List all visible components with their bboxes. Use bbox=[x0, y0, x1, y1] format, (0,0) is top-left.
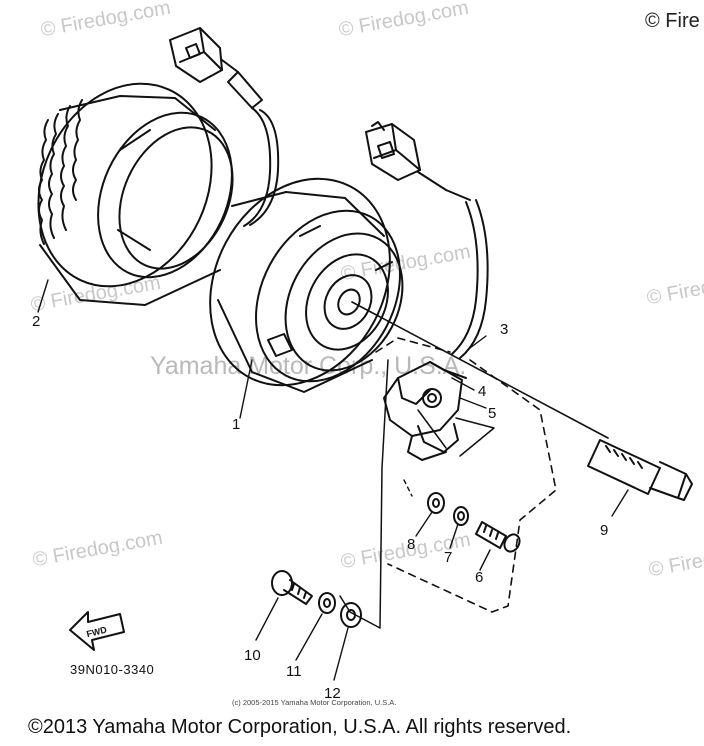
callout-5: 5 bbox=[488, 405, 497, 422]
callout-4: 4 bbox=[478, 383, 487, 400]
watermark-center: Yamaha Motor Corp., U.S.A. bbox=[150, 352, 467, 380]
callout-9: 9 bbox=[600, 522, 609, 539]
callout-11: 11 bbox=[286, 663, 302, 680]
bolt-part-10 bbox=[271, 570, 313, 605]
callout-3: 3 bbox=[500, 321, 509, 338]
footer-copyright: ©2013 Yamaha Motor Corporation, U.S.A. A… bbox=[28, 716, 572, 738]
screw-part-6 bbox=[475, 521, 521, 553]
washer-part-7 bbox=[453, 506, 469, 526]
callout-1: 1 bbox=[232, 416, 241, 433]
stator-ring bbox=[37, 27, 280, 306]
washer-part-11 bbox=[318, 592, 336, 614]
callout-7: 7 bbox=[444, 549, 453, 566]
callout-12: 12 bbox=[324, 685, 341, 702]
washer-part-12 bbox=[340, 602, 362, 628]
rotor-flywheel bbox=[209, 177, 404, 393]
diagram-code: 39N010-3340 bbox=[70, 662, 155, 677]
watermark-corner: © Fire bbox=[645, 10, 700, 32]
bolt-part-9 bbox=[587, 439, 693, 501]
callout-6: 6 bbox=[475, 569, 484, 586]
callout-2: 2 bbox=[32, 313, 41, 330]
small-copyright: (c) 2005-2015 Yamaha Motor Corporation, … bbox=[232, 698, 397, 707]
fwd-arrow-icon bbox=[69, 611, 125, 651]
callout-8: 8 bbox=[407, 536, 416, 553]
callout-10: 10 bbox=[244, 647, 261, 664]
washer-part-8 bbox=[427, 492, 445, 514]
pickup-coil-assembly bbox=[365, 121, 557, 613]
fwd-label: FWD bbox=[85, 624, 108, 639]
